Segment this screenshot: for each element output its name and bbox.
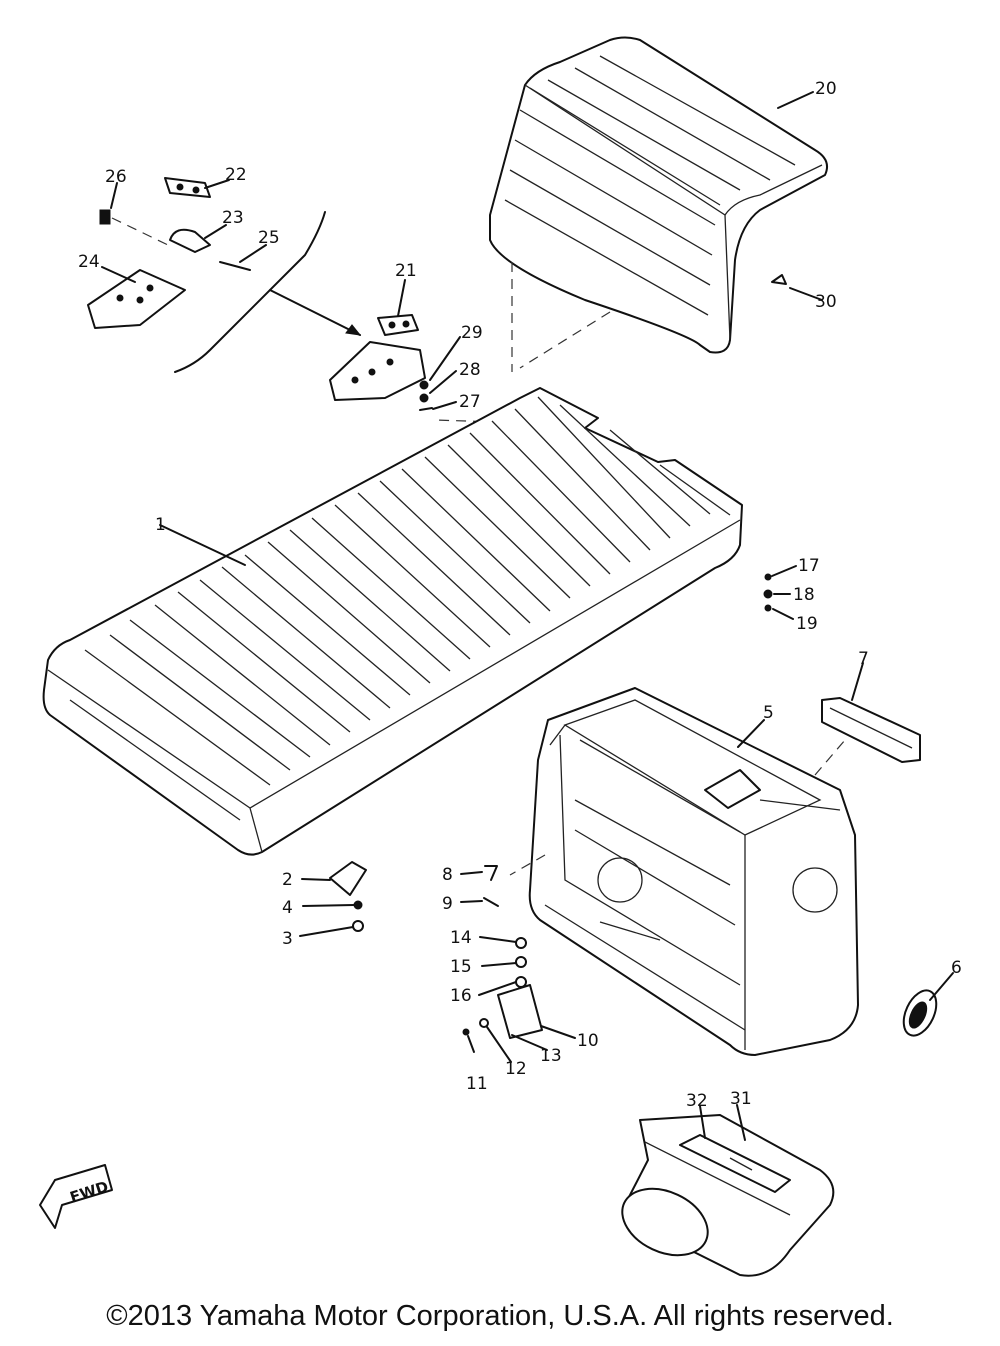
callout-26: 26: [105, 167, 127, 187]
alignment-line-backrest-2: [519, 311, 611, 369]
callout-14: 14: [450, 928, 472, 948]
grommet[interactable]: [897, 985, 943, 1040]
leader-lines: [101, 91, 954, 1141]
callout-15: 15: [450, 957, 472, 977]
hinge-assembly-detail[interactable]: [87, 177, 433, 411]
callout-28: 28: [459, 360, 481, 380]
callout-19: 19: [796, 614, 818, 634]
callout-12: 12: [505, 1059, 527, 1079]
callout-21: 21: [395, 261, 417, 281]
callout-32: 32: [686, 1091, 708, 1111]
callout-20: 20: [815, 79, 837, 99]
callout-17: 17: [798, 556, 820, 576]
callout-27: 27: [459, 392, 481, 412]
callout-30: 30: [815, 292, 837, 312]
callout-2: 2: [282, 870, 293, 890]
callout-10: 10: [577, 1031, 599, 1051]
tool-bag[interactable]: [612, 1114, 835, 1277]
callout-7: 7: [858, 649, 869, 669]
backrest-cushion[interactable]: [489, 36, 828, 354]
cover-plate[interactable]: [821, 697, 921, 763]
alignment-line-plate: [814, 739, 846, 776]
callout-16: 16: [450, 986, 472, 1006]
callout-9: 9: [442, 894, 453, 914]
callout-24: 24: [78, 252, 100, 272]
callout-8: 8: [442, 865, 453, 885]
fwd-arrow: FWD: [39, 1164, 113, 1229]
callout-23: 23: [222, 208, 244, 228]
callout-5: 5: [763, 703, 774, 723]
callout-1: 1: [155, 515, 166, 535]
callout-31: 31: [730, 1089, 752, 1109]
bolt-30[interactable]: [771, 274, 787, 285]
callout-4: 4: [282, 898, 293, 918]
callout-6: 6: [951, 958, 962, 978]
callout-11: 11: [466, 1074, 488, 1094]
copyright-notice: ©2013 Yamaha Motor Corporation, U.S.A. A…: [106, 1300, 894, 1332]
callout-3: 3: [282, 929, 293, 949]
callout-29: 29: [461, 323, 483, 343]
callout-labels: 1 2 3 4 5 6 7 8 9 10 11 12 13 14 15 16 1…: [78, 79, 962, 1111]
seat-base[interactable]: [42, 387, 743, 856]
storage-box[interactable]: [509, 687, 859, 1056]
callout-22: 22: [225, 165, 247, 185]
callout-18: 18: [793, 585, 815, 605]
seat-hardware-17-19[interactable]: [763, 573, 773, 612]
parts-diagram: FWD 1 2: [39, 36, 962, 1277]
latch-2-4-3[interactable]: [329, 861, 367, 932]
callout-13: 13: [540, 1046, 562, 1066]
latch-hardware-8-16[interactable]: [462, 865, 543, 1039]
callout-25: 25: [258, 228, 280, 248]
